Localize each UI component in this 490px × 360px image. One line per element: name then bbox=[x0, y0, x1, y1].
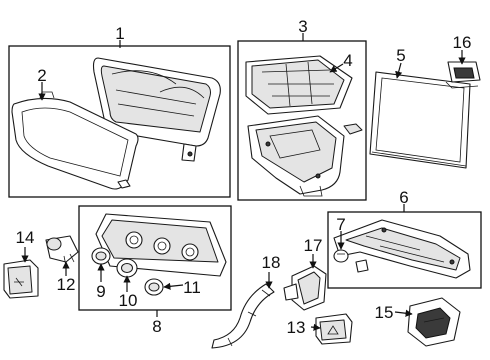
bracket-part bbox=[333, 219, 471, 279]
callout-5: 5 bbox=[396, 46, 405, 65]
cluster-lens-part bbox=[11, 91, 139, 190]
callout-4: 4 bbox=[343, 51, 352, 70]
display-housing-part bbox=[247, 115, 345, 197]
clip-part-7 bbox=[333, 249, 349, 263]
leader-lines bbox=[21, 33, 466, 331]
callout-12: 12 bbox=[57, 275, 76, 294]
callout-15: 15 bbox=[375, 303, 394, 322]
knob-part-11 bbox=[144, 278, 164, 296]
callout-6: 6 bbox=[399, 188, 408, 207]
connector-part-15 bbox=[407, 297, 461, 347]
small-clip-part bbox=[343, 123, 363, 135]
callout-14: 14 bbox=[16, 228, 35, 247]
callout-7: 7 bbox=[336, 215, 345, 234]
switch-part-13 bbox=[315, 313, 353, 345]
callout-2: 2 bbox=[37, 66, 46, 85]
callout-18: 18 bbox=[262, 253, 281, 272]
callout-8: 8 bbox=[152, 317, 161, 336]
callout-3: 3 bbox=[298, 17, 307, 36]
knob-part-10 bbox=[116, 258, 138, 278]
callout-9: 9 bbox=[96, 282, 105, 301]
connector-part-16 bbox=[445, 61, 481, 89]
group-frame-control-panel bbox=[78, 205, 232, 311]
group-frame-box bbox=[237, 40, 367, 201]
callout-16: 16 bbox=[453, 33, 472, 52]
instrument-cluster-part bbox=[92, 57, 221, 162]
connector-module-part-17 bbox=[283, 265, 327, 311]
display-screen-part bbox=[369, 71, 471, 169]
callout-10: 10 bbox=[119, 291, 138, 310]
control-panel-part bbox=[95, 213, 227, 277]
switch-part-12 bbox=[45, 235, 79, 267]
switch-part-14 bbox=[3, 259, 39, 299]
display-cover-part bbox=[245, 55, 353, 115]
duct-hose-part bbox=[211, 283, 275, 349]
knob-part-9 bbox=[91, 247, 111, 265]
callout-11: 11 bbox=[183, 278, 201, 297]
callout-17: 17 bbox=[304, 236, 323, 255]
small-bracket-part bbox=[355, 259, 369, 273]
callout-13: 13 bbox=[287, 318, 306, 337]
callout-1: 1 bbox=[115, 24, 124, 43]
